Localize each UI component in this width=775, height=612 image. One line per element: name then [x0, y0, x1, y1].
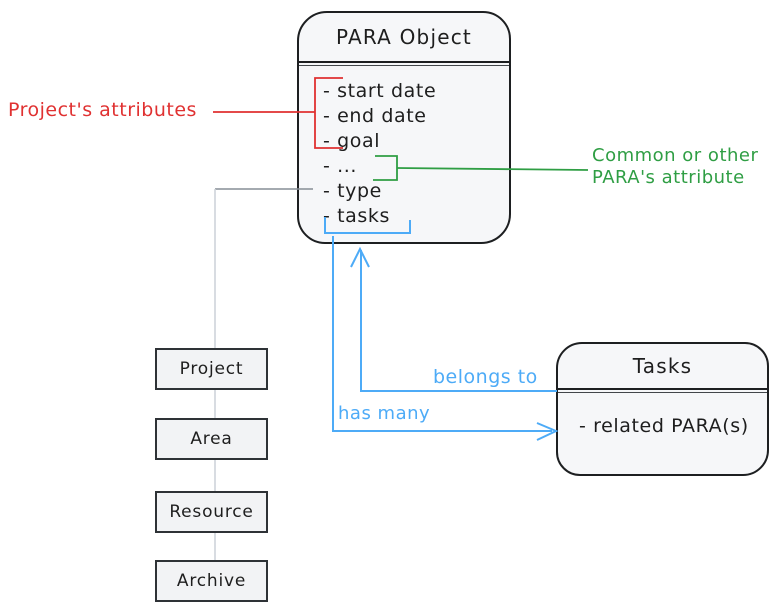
- type-box-project: Project: [155, 348, 268, 390]
- para-object-title: PARA Object: [336, 25, 472, 49]
- has-many-arrow-line: [332, 236, 552, 432]
- attribute-tasks: - tasks: [323, 205, 390, 227]
- attribute-ellipsis: - ...: [323, 155, 358, 177]
- type-box-resource: Resource: [155, 491, 268, 533]
- attribute-start-date: - start date: [323, 80, 437, 102]
- type-box-area: Area: [155, 418, 268, 460]
- belongs-to-arrowhead: [350, 246, 370, 268]
- tasks-attribute-list: - related PARA(s): [558, 393, 767, 438]
- belongs-to-label: belongs to: [433, 366, 538, 388]
- attribute-related-paras: - related PARA(s): [579, 415, 749, 437]
- common-attribute-label-line2: PARA's attribute: [592, 167, 745, 188]
- common-attribute-label-line1: Common or other: [592, 145, 759, 166]
- has-many-label: has many: [338, 403, 431, 424]
- tasks-divider: [558, 388, 767, 393]
- para-object-attribute-list: - start date - end date - goal - ... - t…: [299, 66, 509, 229]
- para-object-divider: [299, 61, 509, 66]
- para-object-entity: PARA Object - start date - end date - go…: [297, 11, 511, 244]
- tasks-entity: Tasks - related PARA(s): [556, 342, 769, 476]
- tasks-title: Tasks: [632, 354, 693, 378]
- attribute-goal: - goal: [323, 130, 381, 152]
- type-box-archive: Archive: [155, 560, 268, 602]
- has-many-arrowhead: [536, 422, 559, 441]
- project-attributes-label: Project's attributes: [8, 99, 197, 121]
- common-attribute-label: Common or other PARA's attribute: [592, 145, 758, 189]
- attribute-end-date: - end date: [323, 105, 427, 127]
- attribute-type: - type: [323, 180, 382, 202]
